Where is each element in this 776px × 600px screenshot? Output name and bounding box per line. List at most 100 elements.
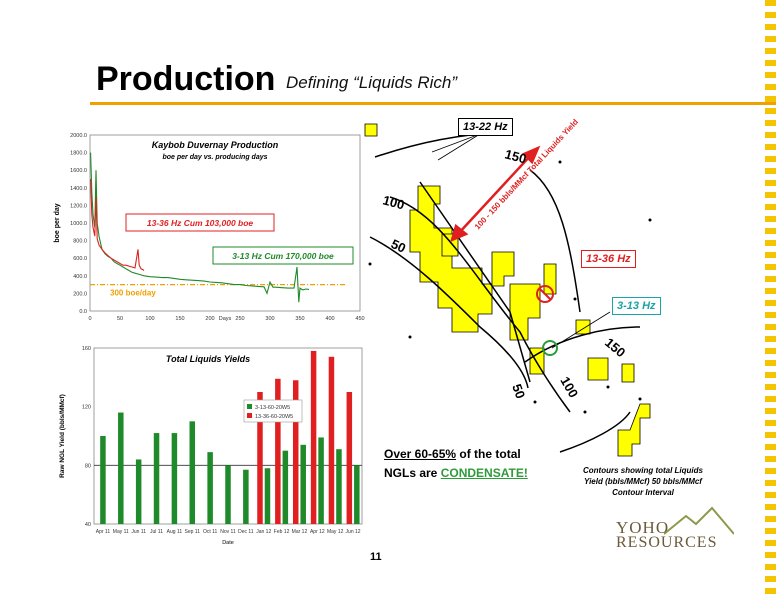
leader-line [431,133,481,153]
well-label-3-13: 3-13 Hz [612,297,661,315]
bar-13-36-60-20W5-Mar-12 [292,380,299,524]
y-tick-label: 160 [82,346,91,352]
annotation-box-13-36 [125,213,275,232]
chart-title: Kaybob Duvernay Production [152,140,279,150]
decorative-side-bar [765,0,776,600]
y-tick-label: 800.0 [73,239,87,245]
x-tick-label: May 12 [327,529,344,535]
bar-3-13-60-20W5-Aug-11 [171,433,178,524]
legend-box [243,399,303,423]
well-13-36-cross [538,287,552,301]
x-tick-label: Jul 11 [150,529,163,535]
x-tick-label: Apr 11 [96,529,111,535]
x-axis-label: Days [219,316,232,322]
bar-3-13-60-20W5-Feb-12 [282,450,289,524]
legend-swatch [247,404,252,409]
bar-3-13-60-20W5-Nov-11 [225,465,231,524]
x-tick-label: Feb 12 [274,529,290,535]
contour-line [524,326,641,363]
legend-entry: 13-36-60-20W5 [255,414,293,420]
bar-3-13-60-20W5-Sep-11 [189,421,196,524]
bar-3-13-60-20W5-Apr-12 [318,437,324,524]
bar-13-36-60-20W5-May-12 [328,356,335,524]
bar-13-36-60-20W5-Apr-12 [310,350,317,524]
ngl-text-b: NGLs are [384,466,441,480]
production-line-chart: 0.0200.0400.0600.0800.01000.01200.01400.… [54,133,365,322]
red-arrow [450,145,541,243]
y-tick-label: 0.0 [79,309,87,315]
leader-line [551,311,611,349]
x-tick-label: Aug 11 [167,529,183,535]
bar-13-36-60-20W5-Jun-12 [346,392,353,524]
contour-label-50-bottom: 50 [509,382,528,401]
ngl-text-a: of the total [456,447,521,461]
bar-3-13-60-20W5-Apr-11 [100,436,106,524]
x-tick-label: Jun 11 [131,529,146,535]
x-tick-label: Jun 12 [346,529,361,535]
annotation-box-3-13 [212,246,354,265]
title-underline [90,102,776,105]
chart-subtitle: boe per day vs. producing days [162,154,267,161]
y-tick-label: 2000.0 [70,133,87,139]
x-tick-label: Nov 11 [220,529,236,535]
annotation-3-13: 3-13 Hz Cum 170,000 boe [232,251,334,261]
liquids-yield-map: 100 50 150 150 100 50 100 - 150 bbls/MMc… [364,117,652,457]
ngl-condensate: CONDENSATE! [440,466,528,480]
x-tick-label: 50 [117,316,123,322]
x-axis-label: Date [222,540,234,546]
bar-3-13-60-20W5-Jul-11 [153,433,160,524]
parcel [409,185,493,333]
well-3-13-marker [542,340,558,356]
well-dots [368,160,652,414]
company-logo: YOHO RESOURCES [616,506,734,552]
bar-3-13-60-20W5-Dec-11 [243,469,249,524]
parcel [491,251,515,287]
x-tick-label: May 11 [113,529,129,535]
leader-lines [431,133,611,349]
land-parcels [364,123,651,457]
x-tick-label: Mar 12 [292,529,308,535]
y-axis-label: Raw NGL Yield (bbls/MMcf) [59,394,66,478]
parcel [543,263,557,295]
contour-label-100-bottom: 100 [557,374,581,400]
series-line-3-13 [90,152,310,303]
contour-line [559,411,631,453]
x-tick-label: 300 [265,316,274,322]
bar-13-36-60-20W5-Feb-12 [275,378,281,524]
x-tick-label: Jan 12 [256,529,271,535]
parcel [364,123,378,137]
x-tick-label: 0 [88,316,91,322]
contour-line [369,236,529,389]
chart-title: Total Liquids Yields [166,354,250,364]
bar-3-13-60-20W5-Jun-11 [135,459,142,524]
reference-line-label: 300 boe/day [110,289,156,298]
contour-lines [369,131,641,453]
well-label-13-22: 13-22 Hz [458,118,513,136]
x-tick-label: Dec 11 [238,529,254,535]
x-tick-label: Oct 11 [203,529,218,535]
contour-label-150-top: 150 [503,146,528,166]
y-tick-label: 600.0 [73,256,87,262]
bar-13-36-60-20W5-Jan-12 [257,392,263,524]
bar-3-13-60-20W5-Oct-11 [207,452,213,524]
x-tick-label: 150 [175,316,184,322]
annotation-13-36: 13-36 Hz Cum 103,000 boe [147,218,254,228]
y-tick-label: 1600.0 [70,168,87,174]
logo-line1: YOHO [616,518,670,537]
mountain-logo-icon [664,506,734,535]
y-tick-label: 40 [85,522,91,528]
x-tick-label: 400 [325,316,334,322]
y-tick-label: 1800.0 [70,151,87,157]
y-tick-label: 1200.0 [70,203,87,209]
legend-entry: 3-13-60-20W5 [255,405,290,411]
x-tick-label: Apr 12 [310,529,325,535]
y-tick-label: 1400.0 [70,186,87,192]
contour-label-50-top: 50 [389,236,408,256]
legend-swatch [247,413,252,418]
x-tick-label: 100 [145,316,154,322]
y-tick-label: 1000.0 [70,221,87,227]
x-tick-label: Sep 11 [185,529,201,535]
y-tick-label: 120 [82,405,91,411]
bar-3-13-60-20W5-May-11 [118,412,124,524]
